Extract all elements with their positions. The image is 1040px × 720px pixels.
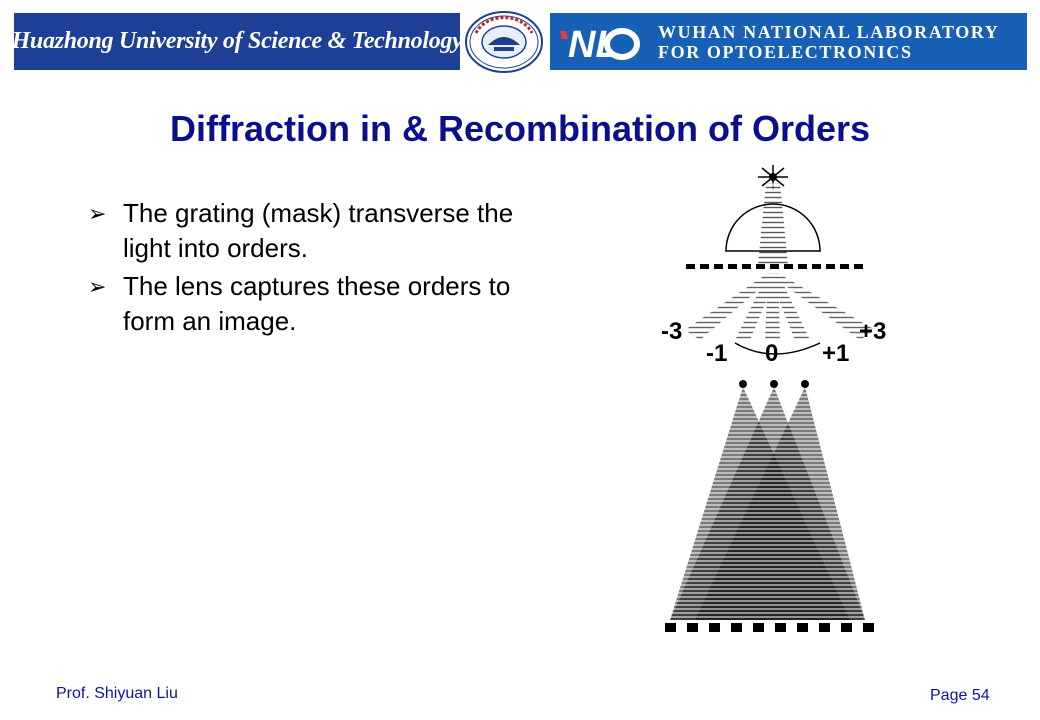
- order-label: -3: [661, 318, 682, 345]
- grating-slit-bar: [714, 264, 723, 269]
- order-label: +1: [822, 340, 849, 367]
- focal-points: [739, 380, 809, 388]
- university-seal-logo: [465, 11, 543, 73]
- order-labels: -3 +3 -1 0 +1: [661, 318, 886, 367]
- image-plane-bar: [863, 623, 874, 632]
- image-plane-bar: [665, 623, 676, 632]
- grating-slit-bar: [826, 264, 835, 269]
- diffraction-diagram: -3 +3 -1 0 +1: [661, 165, 886, 632]
- grating-slit-bar: [700, 264, 709, 269]
- grating-slit-bar: [756, 264, 765, 269]
- wnlo-logo: NL: [560, 24, 640, 65]
- grating-slit-bar: [854, 264, 863, 269]
- slide-title: Diffraction in & Recombination of Orders: [169, 108, 871, 149]
- image-plane-bar: [731, 623, 742, 632]
- bullet-text: The grating (mask) transverse the light …: [123, 198, 514, 263]
- svg-text:NL: NL: [568, 24, 619, 65]
- recombination-cones: [670, 387, 865, 620]
- order-label: 0: [765, 340, 778, 367]
- university-banner: Huazhong University of Science & Technol…: [14, 13, 460, 70]
- image-plane-bar: [709, 623, 720, 632]
- university-name: Huazhong University of Science & Technol…: [14, 28, 460, 54]
- grating-slit-bar: [728, 264, 737, 269]
- bullet-text: The lens captures these orders to form a…: [123, 271, 511, 336]
- lab-name-line2: FOR OPTOELECTRONICS: [658, 42, 913, 62]
- grating-slit-bar: [770, 264, 779, 269]
- bullet-item: ➢ The lens captures these orders to form…: [88, 269, 568, 339]
- objective-lens: [734, 342, 821, 355]
- image-plane-bar: [797, 623, 808, 632]
- condenser-lens: [725, 203, 821, 252]
- image-plane-bar: [775, 623, 786, 632]
- arrow-bullet-icon: ➢: [88, 274, 107, 299]
- grating-slit-bar: [798, 264, 807, 269]
- order-label: -1: [706, 340, 727, 367]
- lab-name-line1: WUHAN NATIONAL LABORATORY: [658, 22, 1000, 42]
- arrow-bullet-icon: ➢: [88, 201, 107, 226]
- image-plane-bar: [687, 623, 698, 632]
- lab-banner: NL WUHAN NATIONAL LABORATORY FOR OPTOELE…: [550, 13, 1027, 70]
- grating-mask: [686, 264, 863, 269]
- grating-slit-bar: [812, 264, 821, 269]
- image-plane-bar: [841, 623, 852, 632]
- grating-slit-bar: [784, 264, 793, 269]
- order-label: +3: [859, 318, 886, 345]
- image-plane-bar: [753, 623, 764, 632]
- page-number: Page 54: [930, 687, 990, 704]
- grating-slit-bar: [686, 264, 695, 269]
- grating-slit-bar: [840, 264, 849, 269]
- image-plane: [665, 623, 874, 632]
- lab-name: WUHAN NATIONAL LABORATORY FOR OPTOELECTR…: [658, 22, 999, 62]
- grating-slit-bar: [742, 264, 751, 269]
- illumination-beam: [758, 183, 788, 265]
- point-source-icon: [758, 165, 788, 190]
- bullet-list: ➢ The grating (mask) transverse the ligh…: [88, 196, 568, 342]
- image-plane-bar: [819, 623, 830, 632]
- bullet-item: ➢ The grating (mask) transverse the ligh…: [88, 196, 568, 266]
- author-name: Prof. Shiyuan Liu: [56, 685, 178, 702]
- diffracted-orders: [685, 273, 875, 340]
